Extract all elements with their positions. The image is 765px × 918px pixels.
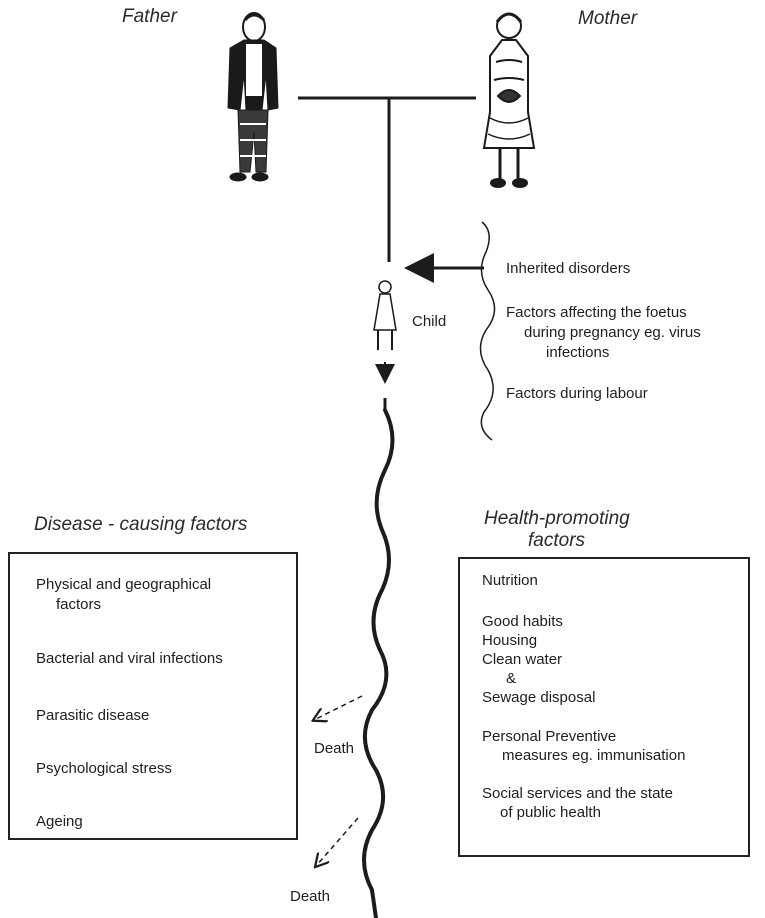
prenatal-item-foetus-3: infections	[546, 344, 609, 362]
health-item-water: Clean water	[482, 651, 562, 669]
prenatal-item-labour: Factors during labour	[506, 385, 648, 403]
death-label-1: Death	[314, 740, 354, 758]
health-item-social-2: of public health	[500, 804, 601, 822]
death-arrow-1	[314, 696, 362, 720]
health-item-ampersand: &	[506, 670, 516, 688]
prenatal-item-inherited: Inherited disorders	[506, 260, 630, 278]
child-figure	[374, 281, 396, 350]
life-wavy-line	[364, 410, 393, 918]
health-promoting-title-2: factors	[528, 530, 585, 552]
disease-item-physical-1: Physical and geographical	[36, 576, 211, 594]
disease-item-physical-2: factors	[56, 596, 101, 614]
health-item-sewage: Sewage disposal	[482, 689, 595, 707]
health-item-preventive-2: measures eg. immunisation	[502, 747, 685, 765]
mother-figure	[484, 14, 534, 187]
disease-item-infections: Bacterial and viral infections	[36, 650, 223, 668]
disease-item-ageing: Ageing	[36, 813, 83, 831]
disease-item-stress: Psychological stress	[36, 760, 172, 778]
father-label: Father	[122, 6, 177, 28]
health-item-nutrition: Nutrition	[482, 572, 538, 590]
prenatal-brace	[480, 222, 494, 440]
health-item-preventive-1: Personal Preventive	[482, 728, 616, 746]
father-figure	[228, 13, 278, 181]
disease-item-parasitic: Parasitic disease	[36, 707, 149, 725]
health-item-habits: Good habits	[482, 613, 563, 631]
prenatal-item-foetus-1: Factors affecting the foetus	[506, 304, 687, 322]
disease-causing-title: Disease - causing factors	[34, 514, 247, 536]
health-item-housing: Housing	[482, 632, 537, 650]
health-promoting-title-1: Health-promoting	[484, 508, 630, 530]
death-label-2: Death	[290, 888, 330, 906]
health-item-social-1: Social services and the state	[482, 785, 673, 803]
health-promoting-box: Nutrition Good habits Housing Clean wate…	[458, 557, 750, 857]
disease-causing-box: Physical and geographical factors Bacter…	[8, 552, 298, 840]
death-arrow-2	[316, 818, 358, 866]
mother-label: Mother	[578, 8, 637, 30]
child-label: Child	[412, 313, 446, 331]
prenatal-item-foetus-2: during pregnancy eg. virus	[524, 324, 701, 342]
